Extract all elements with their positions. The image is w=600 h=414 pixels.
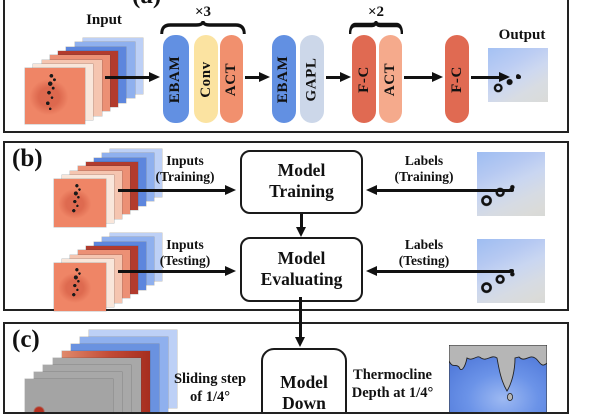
block-label: EBAM [275,55,292,103]
input-label: Input [86,12,122,28]
input-map-stack [25,38,145,126]
thermocline-depth-map [449,345,547,412]
box-line: Model [277,160,326,180]
inputs-training-caption: Inputs (Training) [115,153,255,185]
map-layer [54,263,106,311]
block-act-2: ACT [379,35,402,123]
panel-architecture: (a) Input ×3 ×2 EBAM Conv ACT EBAM GAPL … [3,0,569,133]
panel-c-label: (c) [12,326,40,353]
box-line: Model [280,372,328,392]
caption-line: of 1/4° [189,389,231,405]
block-label: Conv [197,60,214,98]
arrow-act-to-fc [404,72,443,81]
repeat-x2-label: ×2 [367,4,385,20]
inputs-testing-caption: Inputs (Testing) [115,237,255,269]
arrow-gapl-to-fc [326,72,351,81]
map-layer [25,379,113,412]
label-point-dot [509,268,514,273]
labels-training-map [477,152,545,216]
box-line: Model [277,248,326,268]
box-line: Evaluating [260,269,343,289]
map-layer [25,68,85,124]
block-label: EBAM [167,55,184,103]
arrow-act-to-ebam [245,72,270,81]
block-act-1: ACT [220,35,243,123]
output-label: Output [498,27,546,43]
block-label: ACT [382,62,399,96]
model-evaluating-box: Model Evaluating [240,237,363,302]
panel-b-label: (b) [12,145,43,172]
caption-line: Inputs [166,153,204,168]
repeat-x3-label: ×3 [194,4,212,20]
labels-testing-caption: Labels (Testing) [354,237,494,269]
caption-line: (Training) [394,169,454,184]
caption-line: (Training) [155,169,215,184]
block-ebam-2: EBAM [272,35,296,123]
arrow-inputs-training [118,185,236,194]
testing-input-stack [54,233,164,313]
arrow-input-to-ebam [105,72,160,81]
label-point-dot [509,187,514,192]
block-conv: Conv [194,35,218,123]
arrow-evaluating-to-downscaling [295,297,304,347]
block-ebam-1: EBAM [163,35,189,123]
caption-line: Sliding step [173,371,247,387]
model-training-box: Model Training [240,150,363,214]
labels-training-caption: Labels (Training) [354,153,494,185]
map-layer [54,179,106,227]
block-label: ACT [223,62,240,96]
panel-train-evaluate: (b) Inputs (Training) Model Training Lab… [3,141,569,311]
caption-line: Labels [404,153,444,168]
sliding-step-caption: Sliding step of 1/4° [140,370,280,406]
block-label: F-C [355,65,372,93]
model-downscaling-box: Model Down [261,348,347,413]
caption-line: (Testing) [159,253,211,268]
panel-a-label: (a) [132,0,161,10]
caption-line: (Testing) [398,253,450,268]
arrow-labels-training [366,185,510,194]
brace-x2 [349,21,403,34]
caption-line: Labels [404,237,444,252]
box-line: Down [282,393,326,413]
block-fc-2: F-C [445,35,469,123]
arrow-inputs-testing [118,266,236,275]
panel-downscaling: (c) Sliding step of 1/4° Model Down Ther… [3,322,569,414]
block-gapl: GAPL [300,35,324,123]
arrow-training-to-evaluating [296,214,305,237]
caption-line: Inputs [166,237,204,252]
caption-line: Thermocline [353,367,432,383]
block-label: F-C [448,65,465,93]
box-line: Training [269,181,334,201]
output-point-dot [516,74,521,79]
thermocline-caption: Thermocline Depth at 1/4° [320,366,465,402]
training-input-stack [54,149,164,229]
arrow-labels-testing [366,266,510,275]
caption-line: Depth at 1/4° [351,385,434,401]
block-label: GAPL [303,56,320,102]
brace-x3 [160,21,246,34]
arrow-fc-to-output [471,72,510,81]
block-fc-1: F-C [352,35,376,123]
